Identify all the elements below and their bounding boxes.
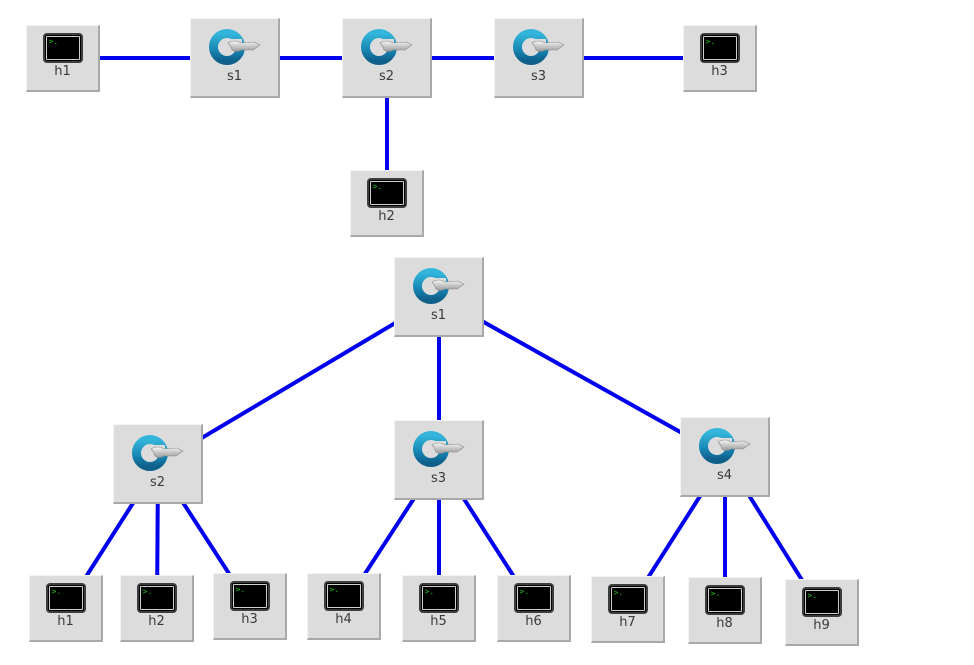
node-label: h5: [430, 613, 447, 629]
terminal-icon: >.: [418, 582, 459, 613]
host-node-lin-h2[interactable]: >. h2: [350, 169, 424, 237]
switch-node-lin-s1[interactable]: s1: [190, 18, 280, 98]
node-label: h2: [148, 613, 165, 629]
node-label: s3: [530, 69, 547, 84]
node-label: h3: [711, 63, 728, 79]
terminal-icon: >.: [704, 584, 745, 615]
terminal-icon: >.: [607, 583, 648, 614]
terminal-icon: >.: [699, 32, 740, 63]
openflow-switch-icon: [412, 431, 465, 467]
terminal-prompt: >.: [48, 36, 59, 46]
terminal-prompt: >.: [705, 36, 716, 46]
openflow-switch-icon: [131, 435, 184, 471]
host-node-lin-h3[interactable]: >. h3: [683, 24, 757, 92]
terminal-prompt: >.: [235, 584, 246, 594]
node-label: h7: [619, 614, 636, 630]
host-node-tree-h8[interactable]: >. h8: [688, 576, 762, 644]
openflow-switch-icon: [512, 29, 565, 65]
terminal-icon: >.: [366, 177, 407, 208]
openflow-switch-icon: [208, 29, 261, 65]
terminal-icon: >.: [229, 580, 270, 611]
host-node-tree-h6[interactable]: >. h6: [497, 574, 571, 642]
switch-node-tree-s1[interactable]: s1: [394, 257, 484, 337]
switch-node-lin-s3[interactable]: s3: [494, 18, 584, 98]
terminal-icon: >.: [42, 32, 83, 63]
link-tree-s1-tree-s4[interactable]: [438, 295, 726, 459]
terminal-prompt: >.: [424, 586, 435, 596]
node-label: s3: [430, 471, 447, 486]
host-node-tree-h4[interactable]: >. h4: [307, 572, 381, 640]
host-node-lin-h1[interactable]: >. h1: [26, 24, 100, 92]
switch-node-tree-s4[interactable]: s4: [680, 417, 770, 497]
node-label: h8: [716, 615, 733, 631]
node-label: h1: [54, 63, 71, 79]
node-label: h3: [241, 611, 258, 627]
terminal-prompt: >.: [329, 584, 340, 594]
node-label: h9: [813, 617, 830, 633]
openflow-switch-icon: [412, 268, 465, 304]
node-label: s1: [226, 69, 243, 84]
node-label: h2: [378, 208, 395, 224]
openflow-switch-icon: [360, 29, 413, 65]
openflow-switch-icon: [698, 428, 751, 464]
terminal-prompt: >.: [519, 586, 530, 596]
terminal-prompt: >.: [372, 181, 383, 191]
node-label: h6: [525, 613, 542, 629]
node-label: s1: [430, 308, 447, 323]
terminal-prompt: >.: [807, 590, 818, 600]
terminal-icon: >.: [801, 586, 842, 617]
node-label: s2: [378, 69, 395, 84]
switch-node-lin-s2[interactable]: s2: [342, 18, 432, 98]
terminal-icon: >.: [45, 582, 86, 613]
terminal-prompt: >.: [142, 586, 153, 596]
link-tree-s1-tree-s2[interactable]: [156, 295, 441, 466]
terminal-icon: >.: [323, 580, 364, 611]
host-node-tree-h7[interactable]: >. h7: [591, 575, 665, 643]
node-label: h1: [57, 613, 74, 629]
switch-node-tree-s3[interactable]: s3: [394, 420, 484, 500]
terminal-prompt: >.: [710, 588, 721, 598]
node-label: h4: [335, 611, 352, 627]
terminal-icon: >.: [513, 582, 554, 613]
host-node-tree-h1[interactable]: >. h1: [29, 574, 103, 642]
terminal-prompt: >.: [51, 586, 62, 596]
host-node-tree-h9[interactable]: >. h9: [785, 578, 859, 646]
host-node-tree-h3[interactable]: >. h3: [213, 572, 287, 640]
host-node-tree-h5[interactable]: >. h5: [402, 574, 476, 642]
node-label: s4: [716, 468, 733, 483]
node-label: s2: [149, 475, 166, 490]
host-node-tree-h2[interactable]: >. h2: [120, 574, 194, 642]
switch-node-tree-s2[interactable]: s2: [113, 424, 203, 504]
terminal-prompt: >.: [613, 587, 624, 597]
terminal-icon: >.: [136, 582, 177, 613]
